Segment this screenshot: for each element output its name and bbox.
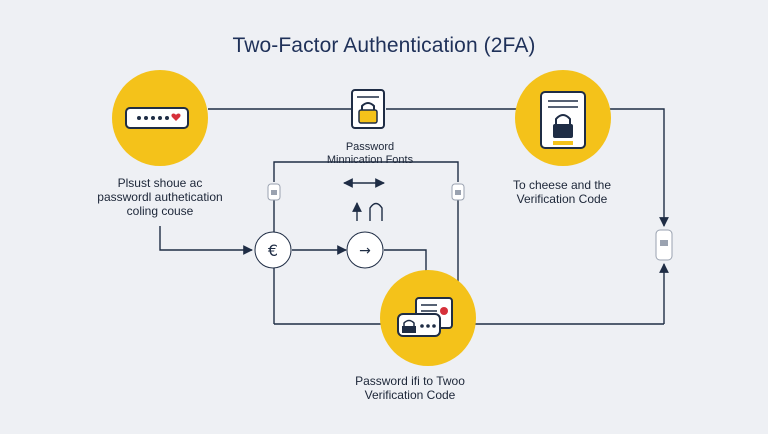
phone-document-icon	[540, 91, 586, 149]
label-line: Verification Code	[516, 192, 608, 206]
label-line: passwordl authetication	[97, 190, 223, 204]
lock-tag-left	[267, 183, 281, 201]
connector-inner-bracket	[273, 161, 459, 182]
connector-left-down	[159, 226, 253, 255]
label-line: Verification Code	[364, 388, 456, 402]
combined-node	[380, 270, 476, 366]
lock-icon	[403, 319, 415, 327]
password-document-label: Password Minnication Fonts	[290, 141, 450, 167]
arrow-node: →	[346, 231, 384, 269]
verification-node	[515, 70, 611, 166]
lock-tag-mid	[451, 183, 465, 201]
label-line: To cheese and the	[512, 178, 612, 192]
password-field-icon	[125, 107, 189, 129]
diagram-title: Two-Factor Authentication (2FA)	[232, 34, 536, 57]
password-entry-node	[112, 70, 208, 166]
label-line: Password ifi to Twoo	[355, 374, 465, 388]
label-line: Password	[345, 141, 395, 153]
euro-node: €	[254, 231, 292, 269]
combined-label: Password ifi to Twoo Verification Code	[310, 374, 510, 402]
alert-icon	[440, 307, 448, 315]
lock-tag-right	[655, 229, 673, 261]
password-entry-label: Plsust shoue ac passwordl authetication …	[60, 176, 260, 218]
verification-label: To cheese and the Verification Code	[462, 178, 662, 206]
connector-right-down	[610, 108, 669, 227]
heart-icon	[171, 113, 181, 121]
arch-symbol	[369, 202, 383, 221]
connector-lines	[159, 108, 669, 325]
label-line: Plsust shoue ac	[117, 176, 203, 190]
euro-symbol: €	[268, 241, 278, 260]
label-line: Minnication Fonts	[326, 154, 414, 166]
password-document-icon	[351, 89, 385, 129]
arrow-symbol: →	[359, 243, 371, 259]
label-line: coling couse	[126, 204, 194, 218]
lock-icon	[555, 114, 571, 124]
connector-arrow-bottom	[384, 249, 427, 272]
